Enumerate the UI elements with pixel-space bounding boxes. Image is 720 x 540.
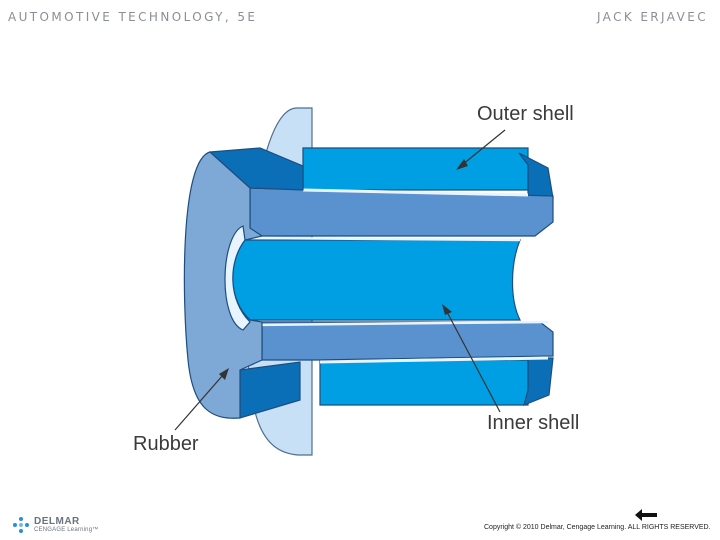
arrow-left-icon [635, 509, 657, 521]
header-left-title: AUTOMOTIVE TECHNOLOGY, 5E [8, 10, 258, 24]
leader-outer-shell [456, 129, 506, 170]
logo-subtitle: CENGAGE Learning™ [34, 527, 99, 533]
outer-shell-bottom-end [523, 357, 554, 407]
outer-shell-top [302, 147, 529, 191]
inner-shell-lip [224, 225, 251, 331]
copyright-text: Copyright © 2010 Delmar, Cengage Learnin… [484, 524, 711, 531]
inner-shell [229, 239, 521, 321]
label-inner-shell: Inner shell [487, 412, 580, 434]
outer-shell-bottom [319, 359, 529, 406]
header-right-title: JACK ERJAVEC [596, 10, 708, 24]
delmar-logo-icon [13, 517, 29, 533]
leader-rubber [174, 368, 229, 431]
delmar-logo: DELMAR CENGAGE Learning™ [12, 514, 122, 538]
label-outer-shell: Outer shell [477, 103, 574, 125]
leader-inner-shell [442, 304, 501, 413]
logo-name: DELMAR [34, 516, 80, 527]
rubber-bottom [261, 321, 554, 361]
back-button[interactable] [635, 508, 657, 522]
label-rubber: Rubber [133, 433, 199, 455]
